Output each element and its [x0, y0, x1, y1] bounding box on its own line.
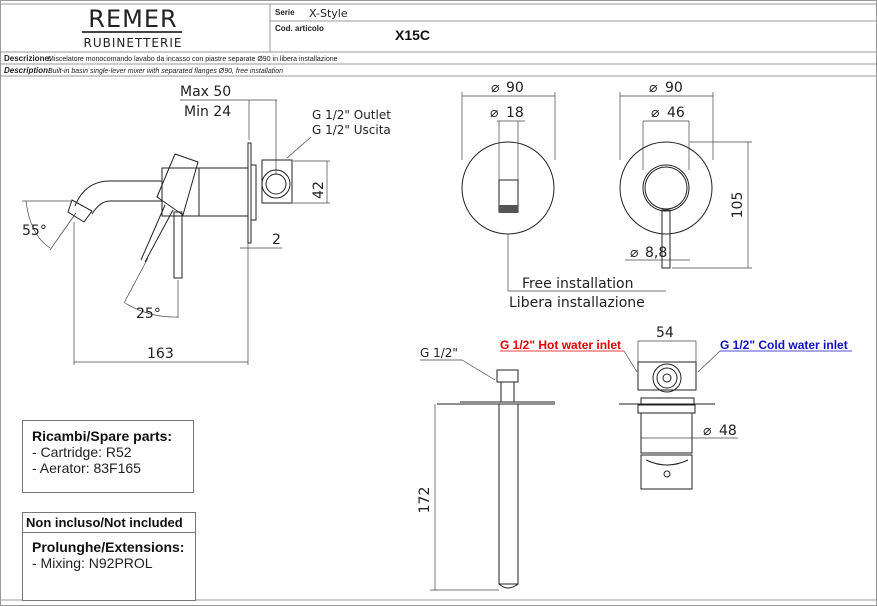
code-label: Cod. articolo	[275, 24, 324, 33]
outlet-label-it: G 1/2" Uscita	[312, 123, 391, 137]
free-installation-it: Libera installazione	[509, 295, 645, 311]
code-value: X15C	[395, 27, 430, 43]
side-view: Max 50 Min 24 G 1/2" Outlet G 1/2" Uscit…	[22, 84, 391, 365]
hot-water-inlet-label: G 1/2" Hot water inlet	[500, 338, 621, 352]
total-length-dim: 163	[147, 346, 174, 362]
svg-text:⌀: ⌀	[703, 423, 712, 439]
body-diameter-dim: 48	[719, 423, 737, 439]
front-height-dim: 105	[730, 192, 746, 219]
outlet-label-en: G 1/2" Outlet	[312, 108, 391, 122]
outlet-height-dim: 42	[311, 181, 327, 199]
spout-length-dim: 172	[417, 487, 433, 514]
spare-part-item: - Aerator: 83F165	[32, 460, 141, 476]
spare-parts-box: Ricambi/Spare parts: - Cartridge: R52 - …	[22, 420, 194, 493]
extensions-title: Prolunghe/Extensions:	[32, 539, 184, 555]
spout-thread-label: G 1/2"	[420, 346, 458, 360]
svg-text:⌀: ⌀	[649, 80, 658, 96]
svg-text:⌀: ⌀	[630, 245, 639, 261]
serie-label: Serie	[275, 8, 295, 17]
spout-angle-dim: 55°	[22, 223, 47, 239]
spout-diameter-dim: 18	[506, 105, 524, 121]
lever-diameter-dim: 8,8	[645, 245, 667, 261]
lever-angle-dim: 25°	[136, 306, 161, 322]
left-flange-diameter-dim: 90	[506, 80, 524, 96]
not-included-title: Non incluso/Not included	[26, 515, 183, 530]
spare-part-item: - Cartridge: R52	[32, 444, 132, 460]
right-flange-diameter-dim: 90	[665, 80, 683, 96]
bottom-view: G 1/2" 172 G 1/2" Hot water inlet G 1/2"…	[417, 325, 852, 591]
brand-subtitle: RUBINETTERIE	[84, 36, 183, 50]
body-width-dim: 54	[656, 325, 674, 341]
description-en-text: Built-in basin single-lever mixer with s…	[48, 68, 283, 75]
flange-thickness-dim: 2	[272, 232, 281, 248]
spare-parts-title: Ricambi/Spare parts:	[32, 428, 172, 444]
diameter-symbol: ⌀	[491, 80, 500, 96]
serie-value: X-Style	[309, 7, 348, 20]
brand-name: REMER	[88, 5, 177, 33]
min-depth-label: Min 24	[184, 104, 231, 120]
cold-water-inlet-label: G 1/2" Cold water inlet	[720, 338, 848, 352]
free-installation-en: Free installation	[522, 276, 633, 292]
max-depth-label: Max 50	[180, 84, 231, 100]
brand-logo: REMER RUBINETTERIE	[82, 5, 182, 50]
description-it-label: Descrizione:	[4, 54, 52, 63]
svg-text:⌀: ⌀	[651, 105, 660, 121]
extension-item: - Mixing: N92PROL	[32, 555, 153, 571]
not-included-box: Non incluso/Not included Prolunghe/Exten…	[22, 512, 196, 601]
front-view: ⌀ 90 ⌀ 18 ⌀ 90 ⌀ 46 ⌀ 8,8 105 Free insta…	[461, 80, 752, 311]
description-it-text: Miscelatore monocomando lavabo da incass…	[48, 56, 338, 63]
description-en-label: Description:	[4, 66, 51, 75]
svg-text:⌀: ⌀	[490, 105, 499, 121]
handle-diameter-dim: 46	[667, 105, 685, 121]
